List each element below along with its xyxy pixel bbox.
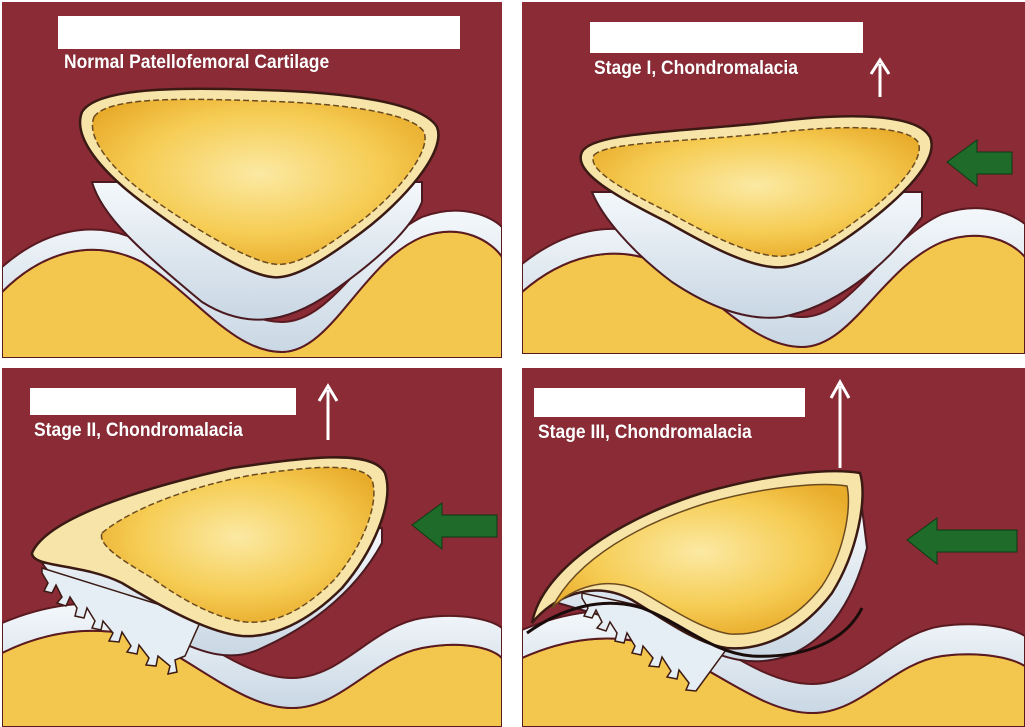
green-pressure-arrow-icon <box>946 139 1013 188</box>
green-pressure-arrow-icon <box>411 502 498 551</box>
panel-stage-1: Stage I, Chondromalacia <box>522 2 1025 354</box>
label-box <box>30 388 296 415</box>
panel-caption: Normal Patellofemoral Cartilage <box>64 52 330 73</box>
label-box <box>534 388 805 417</box>
normal-cartilage-illustration <box>2 2 502 358</box>
stage-1-illustration <box>522 2 1025 354</box>
panel-normal: Normal Patellofemoral Cartilage <box>2 2 502 358</box>
stage-2-illustration <box>2 368 502 727</box>
white-up-arrow-icon <box>869 57 891 97</box>
white-up-arrow-icon <box>829 378 851 468</box>
panel-caption: Stage III, Chondromalacia <box>538 422 752 443</box>
fibrillation-texture <box>581 592 744 692</box>
green-pressure-arrow-icon <box>906 517 1018 566</box>
panel-stage-3: Stage III, Chondromalacia <box>522 368 1025 727</box>
panel-caption: Stage II, Chondromalacia <box>34 420 243 441</box>
stage-3-illustration <box>522 368 1025 727</box>
label-box <box>590 22 863 53</box>
label-box <box>58 16 460 49</box>
white-up-arrow-icon <box>317 383 339 440</box>
panel-stage-2: Stage II, Chondromalacia <box>2 368 502 727</box>
fibrillation-texture <box>41 566 204 675</box>
panel-caption: Stage I, Chondromalacia <box>594 58 798 79</box>
